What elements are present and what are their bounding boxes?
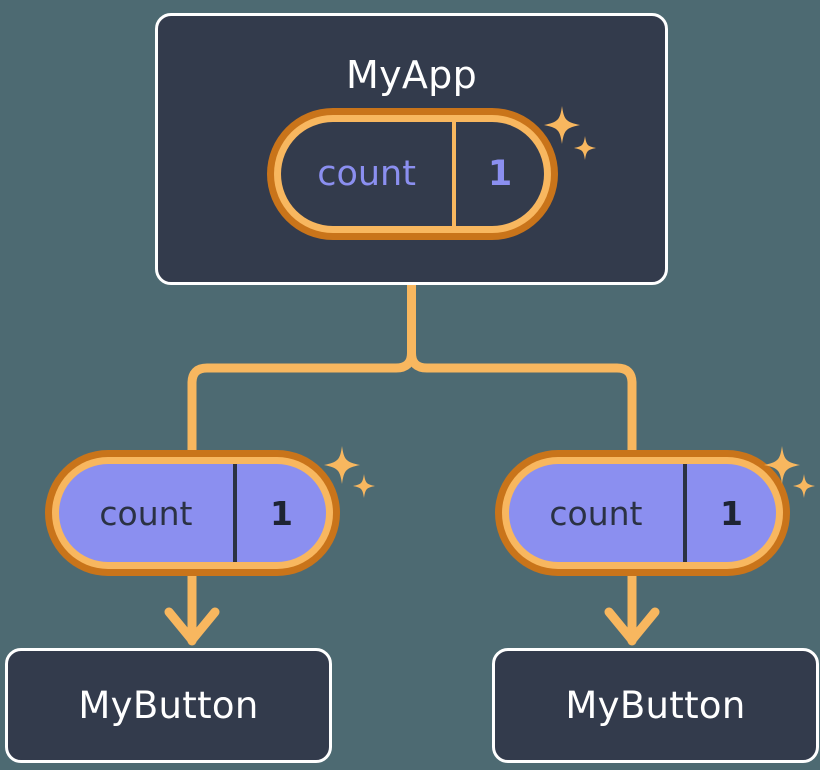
- page-title: MyApp: [345, 53, 477, 97]
- signal-pill-right[interactable]: count 1: [495, 450, 790, 576]
- signal-value: 1: [452, 122, 544, 226]
- signal-pill-face: count 1: [509, 464, 776, 562]
- signal-pill-face: count 1: [59, 464, 326, 562]
- signal-pill-ring: count 1: [274, 115, 551, 233]
- arrow-down-icon: [164, 567, 220, 646]
- signal-name: count: [549, 493, 643, 533]
- signal-value: 1: [682, 464, 776, 562]
- branch-connector-icon: [407, 348, 637, 457]
- node-label: MyButton: [78, 684, 259, 727]
- signal-pill-face: count 1: [281, 122, 544, 226]
- signal-name: count: [99, 493, 193, 533]
- node-label: MyButton: [565, 684, 746, 727]
- signal-name: count: [317, 154, 416, 194]
- signal-pill-myapp[interactable]: count 1: [267, 108, 558, 240]
- signal-pill-left[interactable]: count 1: [45, 450, 340, 576]
- node-mybutton-right[interactable]: MyButton: [492, 648, 819, 763]
- signal-value: 1: [232, 464, 326, 562]
- branch-connector-icon: [187, 280, 416, 457]
- signal-pill-ring: count 1: [52, 457, 333, 569]
- node-mybutton-left[interactable]: MyButton: [5, 648, 332, 763]
- arrow-down-icon: [604, 567, 660, 646]
- signal-pill-ring: count 1: [502, 457, 783, 569]
